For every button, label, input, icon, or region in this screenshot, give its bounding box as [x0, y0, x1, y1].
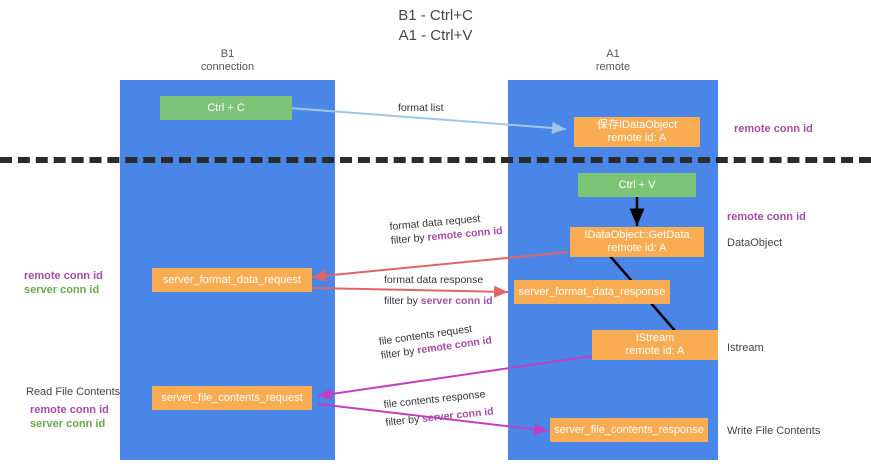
side-label-left-remote-conn-id-1: remote conn id	[24, 270, 103, 282]
title-line-1: B1 - Ctrl+C	[398, 7, 473, 24]
node-server-file-contents-response[interactable]: server_file_contents_response	[550, 418, 708, 442]
column-header-b1-name: B1	[220, 48, 235, 60]
side-label-left-server-conn-id-2: server conn id	[30, 418, 106, 430]
filter-prefix: filter by	[380, 344, 419, 362]
node-idataobject-getdata[interactable]: IDataObject::GetData remote id: A	[570, 227, 704, 257]
node-idataobject-getdata-line1: IDataObject::GetData	[584, 229, 690, 241]
side-label-write-file-contents: Write File Contents	[727, 425, 821, 437]
label-file-contents-response: file contents response filter by server …	[383, 387, 494, 430]
column-header-a1-sub: remote	[595, 61, 631, 73]
column-header-b1: B1 connection	[150, 48, 305, 74]
node-server-format-data-response[interactable]: server_format_data_response	[514, 280, 670, 304]
node-idataobject-getdata-line2: remote id: A	[607, 242, 667, 254]
side-label-remote-conn-id-mid: remote conn id	[727, 211, 806, 223]
node-istream-line1: IStream	[635, 332, 675, 344]
node-store-idataobject-line2: remote id: A	[607, 132, 667, 144]
filter-prefix: filter by	[390, 231, 429, 247]
side-label-left-server-conn-id-1: server conn id	[24, 284, 100, 296]
side-label-read-file-contents: Read File Contents	[26, 386, 121, 398]
side-label-remote-conn-id-top: remote conn id	[734, 123, 813, 135]
node-ctrl-c[interactable]: Ctrl + C	[160, 96, 292, 120]
side-label-left-remote-conn-id-2: remote conn id	[30, 404, 109, 416]
node-istream-line2: remote id: A	[625, 345, 685, 357]
side-label-istream: Istream	[727, 342, 764, 354]
filter-prefix: filter by	[384, 413, 423, 429]
label-file-contents-request: file contents request filter by remote c…	[378, 319, 493, 362]
label-format-data-request: format data request filter by remote con…	[389, 210, 503, 248]
filter-key-server-conn-id: server conn id	[420, 295, 493, 307]
label-format-list: format list	[398, 102, 444, 114]
node-server-file-contents-request[interactable]: server_file_contents_request	[152, 386, 312, 410]
label-format-data-response-filter: filter by server conn id	[384, 294, 493, 308]
node-store-idataobject[interactable]: 保存IDataObject remote id: A	[574, 117, 700, 147]
page-title: B1 - Ctrl+C A1 - Ctrl+V	[0, 6, 871, 46]
filter-prefix: filter by	[384, 295, 421, 307]
node-server-format-data-request[interactable]: server_format_data_request	[152, 268, 312, 292]
column-header-a1-name: A1	[606, 48, 620, 60]
title-line-2: A1 - Ctrl+V	[398, 27, 473, 44]
label-format-data-response-title: format data response	[384, 274, 484, 286]
phase-divider	[0, 157, 871, 163]
column-header-a1: A1 remote	[558, 48, 668, 74]
column-header-b1-sub: connection	[200, 61, 255, 73]
node-istream[interactable]: IStream remote id: A	[592, 330, 718, 360]
node-store-idataobject-line1: 保存IDataObject	[596, 119, 678, 131]
label-format-data-response: format data response filter by server co…	[384, 273, 493, 308]
side-label-dataobject: DataObject	[727, 237, 783, 249]
filter-key-server-conn-id: server conn id	[421, 405, 495, 425]
node-ctrl-v[interactable]: Ctrl + V	[578, 173, 696, 197]
